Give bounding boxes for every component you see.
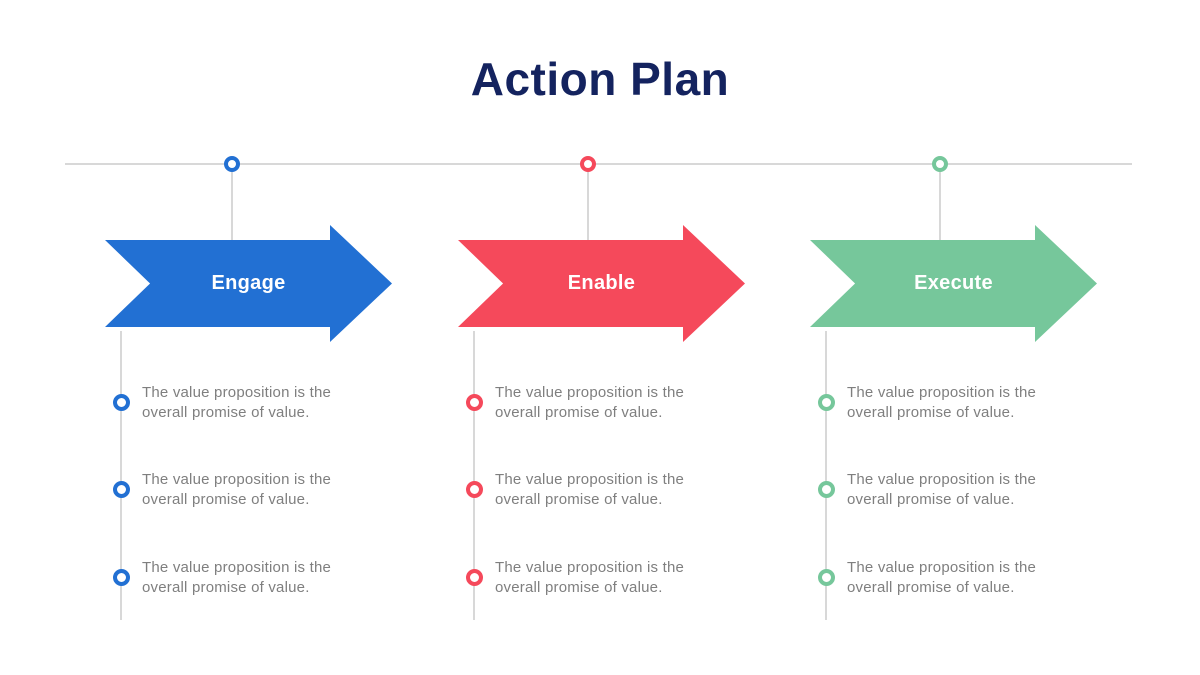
list-item: The value proposition is the overall pro… [105,470,392,509]
list-item-text: The value proposition is the overall pro… [495,559,685,596]
list-item: The value proposition is the overall pro… [810,383,1097,422]
list-item-text: The value proposition is the overall pro… [142,384,332,421]
list-item: The value proposition is the overall pro… [810,558,1097,597]
column-enable: Enable The value proposition is the over… [458,0,745,675]
list-item-text: The value proposition is the overall pro… [847,471,1037,508]
bullet-ring-icon [466,569,483,586]
list-item: The value proposition is the overall pro… [458,558,745,597]
stem-line [120,331,122,620]
connector-line [231,171,233,241]
arrow-shape-execute: Execute [810,225,1097,342]
list-item-text: The value proposition is the overall pro… [847,559,1037,596]
slide-title: Action Plan [470,53,730,105]
arrow-label: Engage [211,272,286,294]
list-item: The value proposition is the overall pro… [105,383,392,422]
stem-line [825,331,827,620]
timeline-line [65,163,1132,165]
timeline-node-icon [580,156,596,172]
connector-line [939,171,941,241]
list-item: The value proposition is the overall pro… [458,470,745,509]
bullet-ring-icon [818,394,835,411]
timeline-node-icon [224,156,240,172]
list-item-text: The value proposition is the overall pro… [847,384,1037,421]
bullet-ring-icon [818,481,835,498]
bullet-ring-icon [466,394,483,411]
connector-line [587,171,589,241]
list-item: The value proposition is the overall pro… [105,558,392,597]
stem-line [473,331,475,620]
bullet-ring-icon [113,569,130,586]
column-engage: Engage The value proposition is the over… [105,0,392,675]
bullet-ring-icon [466,481,483,498]
list-item: The value proposition is the overall pro… [458,383,745,422]
arrow-shape-enable: Enable [458,225,745,342]
list-item-text: The value proposition is the overall pro… [495,471,685,508]
bullet-ring-icon [113,481,130,498]
bullet-ring-icon [818,569,835,586]
arrow-label: Execute [914,272,993,294]
column-execute: Execute The value proposition is the ove… [810,0,1097,675]
arrow-label: Enable [567,272,636,294]
list-item: The value proposition is the overall pro… [810,470,1097,509]
list-item-text: The value proposition is the overall pro… [142,559,332,596]
list-item-text: The value proposition is the overall pro… [495,384,685,421]
arrow-shape-engage: Engage [105,225,392,342]
bullet-ring-icon [113,394,130,411]
list-item-text: The value proposition is the overall pro… [142,471,332,508]
timeline-node-icon [932,156,948,172]
